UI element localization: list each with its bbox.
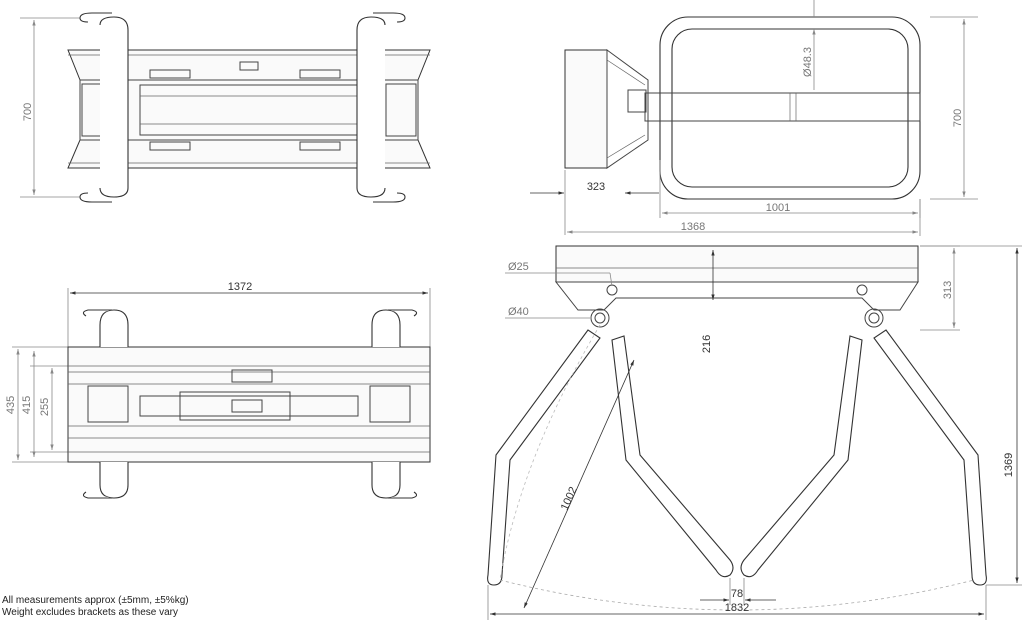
- side-plate: [564, 49, 608, 169]
- right-inner-arm: [740, 335, 863, 578]
- dim-78: 78: [731, 588, 743, 600]
- left-outer-arm: [487, 329, 601, 586]
- dim-700-right: 700: [952, 109, 964, 127]
- dim-415: 415: [21, 396, 33, 414]
- dim-pin-40: Ø40: [508, 306, 529, 318]
- plan-view: 1372 435 415 255: [5, 281, 431, 499]
- note-weight: Weight excludes brackets as these vary: [2, 607, 179, 618]
- right-outer-arm: [873, 329, 987, 586]
- dim-tube-diameter: Ø48.3: [802, 47, 814, 77]
- left-inner-arm: [611, 335, 734, 578]
- front-view: Ø25 Ø40 313 216 1002 78 1832 1369: [487, 245, 1022, 620]
- dim-700-left: 700: [22, 103, 34, 121]
- dim-255: 255: [39, 398, 51, 416]
- dim-1372: 1372: [228, 281, 252, 293]
- note-tolerance: All measurements approx (±5mm, ±5%kg): [2, 595, 189, 606]
- dim-1368: 1368: [681, 221, 705, 233]
- dim-323: 323: [587, 181, 605, 193]
- top-view: 700: [20, 12, 431, 203]
- dim-pin-25: Ø25: [508, 261, 529, 273]
- front-frame: [555, 245, 919, 283]
- dim-1001: 1001: [766, 202, 790, 214]
- side-view: Ø48.3 700 323 1001 1368: [530, 0, 978, 236]
- dim-1369: 1369: [1003, 453, 1015, 477]
- dim-1002: 1002: [559, 485, 580, 512]
- dim-435: 435: [5, 396, 17, 414]
- plan-frame: [67, 346, 431, 463]
- dim-313: 313: [942, 281, 954, 299]
- dim-216: 216: [701, 335, 713, 353]
- dim-1832: 1832: [725, 602, 749, 614]
